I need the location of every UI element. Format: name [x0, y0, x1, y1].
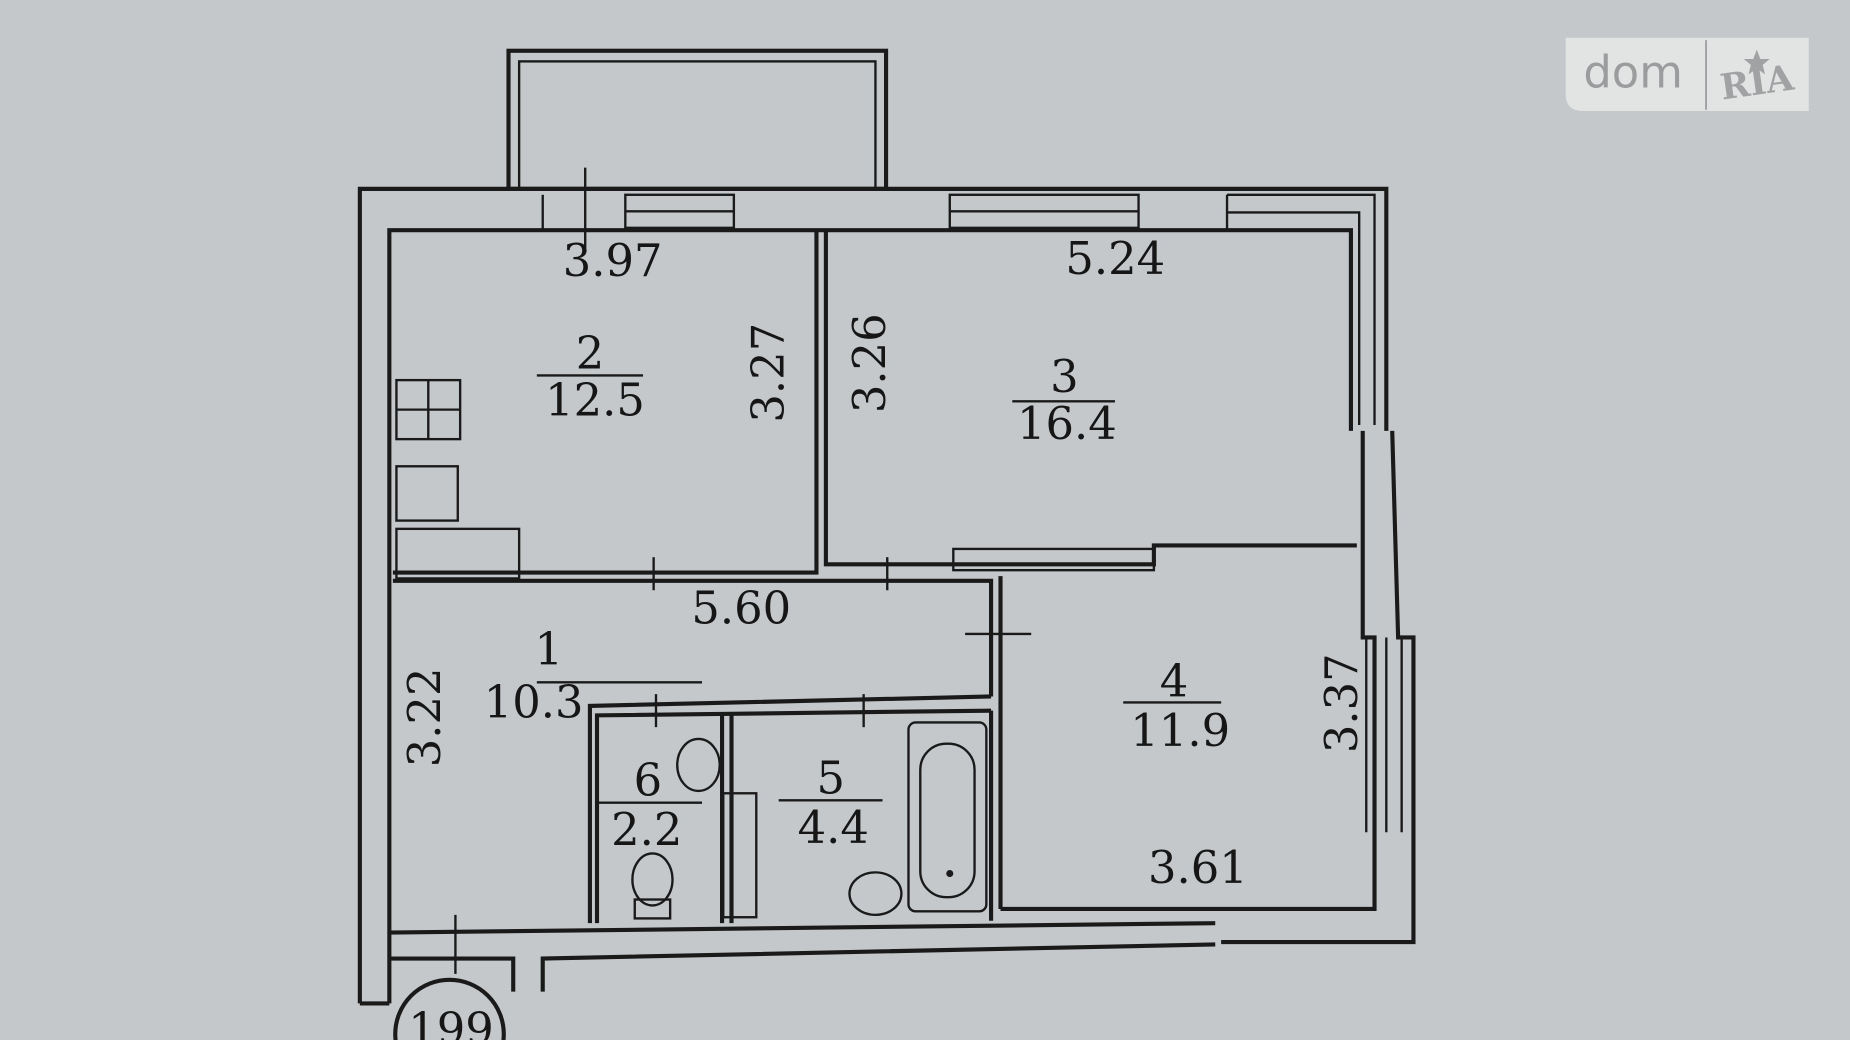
dimension-ticks [454, 167, 1222, 974]
sink-icon [395, 465, 459, 522]
boiler-icon [676, 737, 721, 793]
room-area: 12.5 [545, 374, 645, 427]
room-number: 2 [576, 326, 605, 379]
room-number: 1 [534, 623, 563, 676]
room-number: 6 [634, 754, 663, 807]
room-area: 2.2 [611, 803, 682, 856]
logo-dom: dom [1583, 45, 1683, 98]
dimension-label: 5.24 [1065, 232, 1165, 285]
room-area: 4.4 [798, 801, 869, 854]
apartment-number-marker: 199 [393, 977, 506, 1040]
dimension-label: 3.97 [563, 234, 663, 287]
room-area: 11.9 [1130, 704, 1230, 757]
room-number: 3 [1050, 350, 1079, 403]
dimension-label: 3.61 [1148, 841, 1248, 894]
bathtub-icon [907, 721, 988, 913]
washbasin-icon [848, 871, 903, 917]
dimension-label: 3.22 [398, 667, 451, 767]
toilet-icon [631, 852, 674, 907]
outer-walls [357, 186, 1416, 1006]
room-area: 10.3 [484, 676, 584, 729]
dimension-label: 5.60 [691, 581, 791, 634]
room-number: 5 [816, 751, 845, 804]
room-area: 16.4 [1017, 397, 1117, 450]
domria-logo: dom RIA [1565, 37, 1809, 111]
room-number: 4 [1160, 654, 1189, 707]
fixtures [395, 378, 988, 920]
apartment-number: 199 [408, 1003, 494, 1040]
washer-icon [722, 792, 758, 919]
dimension-label: 3.27 [741, 323, 794, 423]
dimension-label: 3.26 [843, 313, 896, 413]
star-icon [1743, 49, 1770, 75]
dimension-label: 3.37 [1315, 653, 1368, 753]
counter-icon [395, 527, 521, 580]
